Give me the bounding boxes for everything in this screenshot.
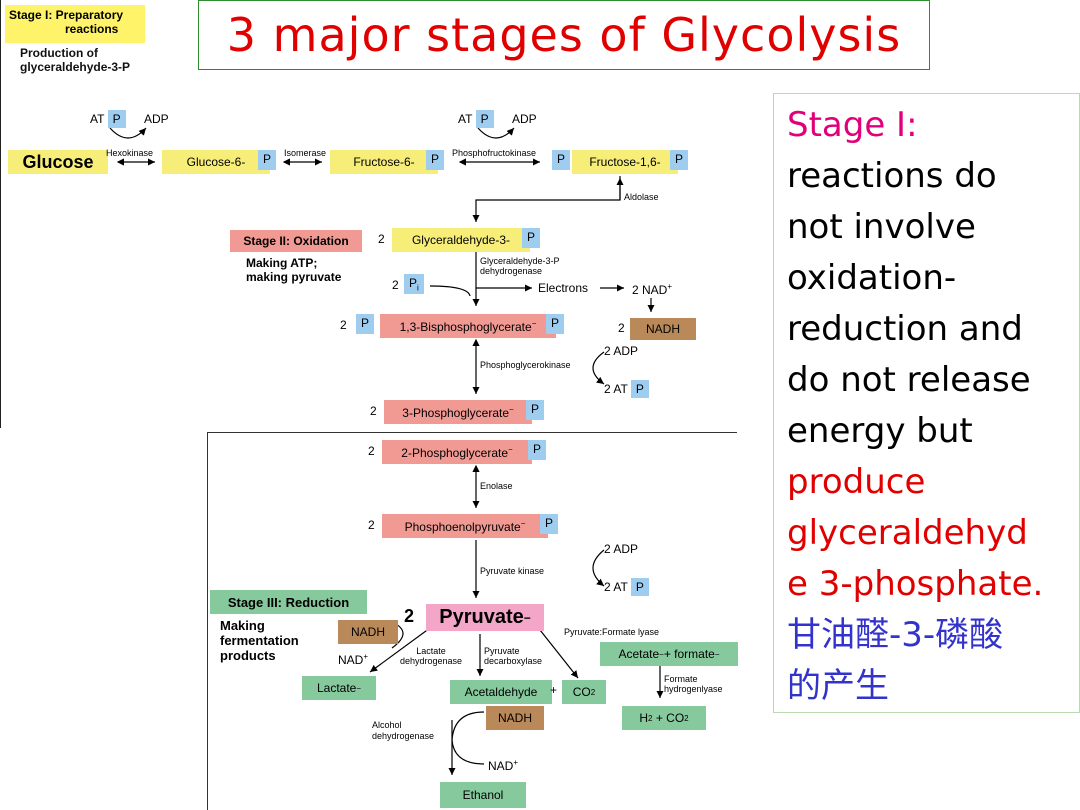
g3p-box: Glyceraldehyde-3- [392, 228, 530, 252]
bpg-box: 1,3-Bisphosphoglycerate− [380, 314, 556, 338]
enolase-label: Enolase [480, 481, 513, 491]
phosphate-box: P [258, 150, 277, 170]
glucose-box: Glucose [8, 150, 108, 174]
phosphate-box: P [526, 400, 545, 420]
lower-panel [207, 432, 737, 810]
nad-label: NAD+ [488, 758, 519, 773]
hexokinase-label: Hexokinase [106, 148, 154, 158]
pfl-label: Pyruvate:Formate lyase [564, 627, 660, 637]
phosphate-box: P [540, 514, 559, 534]
side-line: produce [787, 462, 926, 502]
coefficient: 2 [404, 606, 415, 626]
side-line: 甘油醛-3-磷酸 [787, 615, 1004, 655]
atp-label-2: AT P [458, 110, 494, 128]
side-line: reduction and [787, 309, 1023, 349]
nadh-box: NADH [338, 620, 398, 644]
pg3-box: 3-Phosphoglycerate− [384, 400, 532, 424]
plus-sign: + [550, 683, 558, 697]
pg2-box: 2-Phosphoglycerate− [382, 440, 532, 464]
pfk-label: Phosphofructokinase [452, 148, 537, 158]
pyruvate-box: Pyruvate− [426, 604, 544, 631]
side-line: e 3-phosphate. [787, 564, 1044, 604]
pyruvate-kinase-label: Pyruvate kinase [480, 566, 545, 576]
isomerase-label: Isomerase [284, 148, 327, 158]
coefficient: 2 [378, 232, 385, 246]
aldolase-label: Aldolase [624, 192, 659, 202]
side-line: oxidation- [787, 258, 957, 298]
adp-label-1: ADP [144, 112, 169, 126]
side-note: Stage I: reactions do not involve oxidat… [773, 93, 1080, 713]
phosphate-box: P [522, 228, 541, 248]
phosphate-box: P [552, 150, 571, 170]
nadh-box: NADH [486, 706, 544, 730]
coefficient: 2 [370, 404, 377, 418]
stage3-label: Stage III: Reduction [210, 590, 367, 614]
atp-label: 2 AT P [604, 578, 649, 596]
side-line: 的产生 [787, 666, 889, 706]
stage1-label: Stage I: Preparatory reactions [5, 5, 145, 43]
coefficient: 2 [368, 518, 375, 532]
acetate-formate-box: Acetate−+ formate− [600, 642, 738, 666]
pathway-arrows [109, 127, 664, 775]
lactate-dh-label: Lactate dehydrogenase [400, 646, 463, 666]
nad-label: 2 NAD+ [632, 282, 673, 297]
electrons-label: Electrons [538, 281, 589, 295]
coefficient: 2 [618, 321, 625, 335]
nad-label: NAD+ [338, 652, 369, 667]
phosphate-box: P [528, 440, 547, 460]
pgk-label: Phosphoglycerokinase [480, 360, 571, 370]
side-line: do not release [787, 360, 1031, 400]
divider [0, 0, 1, 428]
side-line: reactions do [787, 156, 997, 196]
adp-label-2: ADP [512, 112, 537, 126]
side-line: energy but [787, 411, 973, 451]
acetaldehyde-box: Acetaldehyde [450, 680, 552, 704]
phosphate-box: P [546, 314, 565, 334]
pyruvate-decarboxylase-label: Pyruvate decarboxylase [484, 646, 543, 666]
formate-hydrogenlyase-label: Formate hydrogenlyase [664, 674, 723, 694]
lactate-box: Lactate− [302, 676, 376, 700]
adp-label: 2 ADP [604, 344, 639, 358]
coefficient: 2 [340, 318, 347, 332]
fructose6p-box: Fructose-6- [330, 150, 438, 174]
glucose6p-box: Glucose-6- [162, 150, 270, 174]
pi-box: Pi [404, 274, 424, 294]
phosphate-box: P [670, 150, 689, 170]
side-line: glyceraldehyd [787, 513, 1028, 553]
phosphate-box: P [426, 150, 445, 170]
page-title: 3 major stages of Glycolysis [198, 0, 930, 70]
alcohol-dh-label: Alcohol dehydrogenase [372, 720, 435, 741]
coefficient: 2 [392, 278, 399, 292]
stage3-subtitle: Making fermentation products [220, 618, 299, 663]
atp-label-1: AT P [90, 110, 126, 128]
side-line: not involve [787, 207, 976, 247]
nadh-box: NADH [630, 318, 696, 340]
coefficient: 2 [368, 444, 375, 458]
phosphate-box: P [356, 314, 375, 334]
stage1-subtitle: Production of glyceraldehyde-3-P [20, 46, 131, 74]
fructose16bp-box: Fructose-1,6- [572, 150, 678, 174]
stage2-label: Stage II: Oxidation [230, 230, 362, 252]
atp-label: 2 AT P [604, 380, 649, 398]
adp-label: 2 ADP [604, 542, 639, 556]
pep-box: Phosphoenolpyruvate− [382, 514, 548, 538]
ethanol-box: Ethanol [440, 782, 526, 808]
side-line: Stage I: [787, 105, 918, 145]
stage2-subtitle: Making ATP; making pyruvate [246, 256, 342, 284]
g3pdh-label: Glyceraldehyde-3-P dehydrogenase [480, 256, 560, 276]
